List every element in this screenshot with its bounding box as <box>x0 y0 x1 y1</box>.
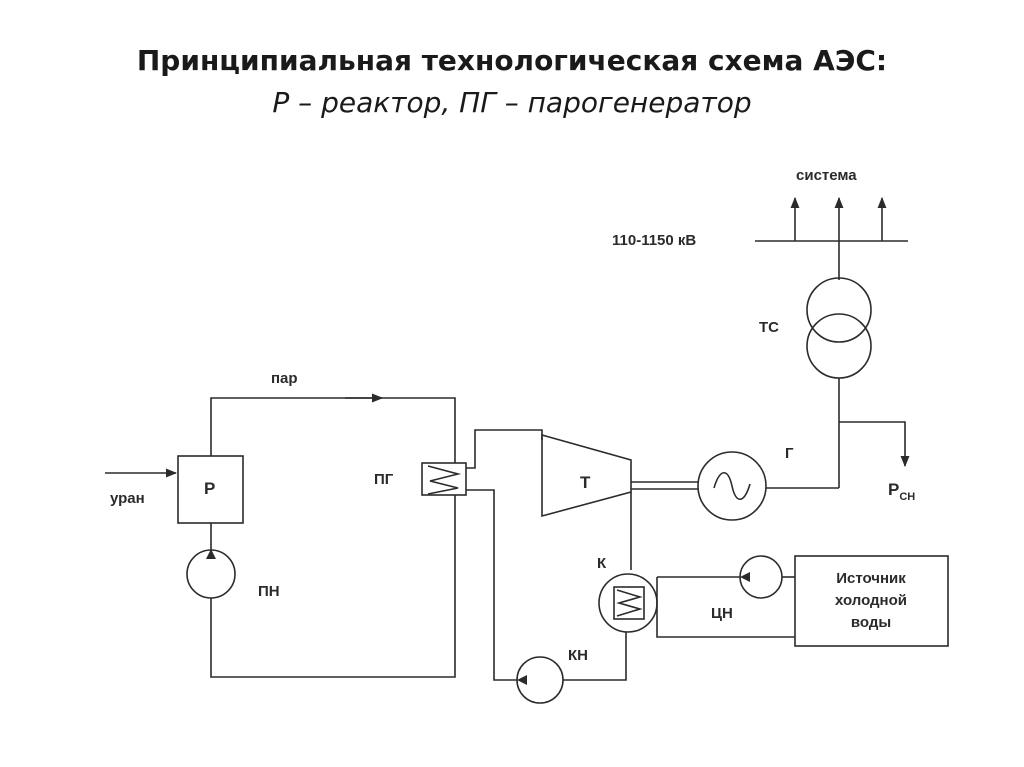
condenser-to-condensate-pump-line <box>563 632 627 681</box>
system-label: система <box>796 167 857 184</box>
condenser-circle <box>598 573 658 633</box>
condenser-label: К <box>597 555 607 572</box>
feed-pump-label: ПН <box>258 583 280 600</box>
uranium-label: уран <box>110 490 145 507</box>
steam-line-top <box>210 397 456 463</box>
slide-subtitle: Р – реактор, ПГ – парогенератор <box>272 86 752 119</box>
sg-feed-return-line <box>466 489 517 681</box>
transformer-upper-winding <box>806 277 872 343</box>
condenser-core <box>613 586 645 620</box>
condensate-pump-label: КН <box>568 647 588 664</box>
sg-to-turbine-line <box>466 429 543 469</box>
primary-return-line <box>210 495 456 678</box>
steam-generator-coil-icon <box>427 465 462 495</box>
condenser-coil-icon <box>616 589 643 617</box>
aux-power-label: РСН <box>888 480 915 503</box>
circulation-pump-arrow-icon <box>740 572 750 582</box>
cold-water-source-line1: Источник <box>836 570 906 587</box>
generator-label: Г <box>785 445 794 462</box>
steam-generator-label: ПГ <box>374 471 394 488</box>
generator-circle <box>697 451 767 521</box>
feed-pump-arrow-icon <box>206 549 216 559</box>
cold-water-source-line2: холодной <box>835 592 907 609</box>
aux-power-label-main: Р <box>888 480 899 499</box>
transformer-label: ТС <box>759 319 779 336</box>
slide-title-block: Принципиальная технологическая схема АЭС… <box>0 40 1024 124</box>
condensate-pump-arrow-icon <box>517 675 527 685</box>
generator-sine-icon <box>713 471 751 501</box>
cold-water-source-box <box>794 555 949 647</box>
cooling-water-return-line <box>656 577 795 638</box>
voltage-label: 110-1150 кВ <box>612 232 696 249</box>
cold-water-source-line3: воды <box>851 614 891 631</box>
circulation-pump-label: ЦН <box>711 605 733 622</box>
reactor-label: Р <box>204 479 215 498</box>
slide-title: Принципиальная технологическая схема АЭС… <box>136 44 888 77</box>
transformer-lower-winding <box>806 313 872 379</box>
aux-power-label-sub: СН <box>899 491 915 503</box>
aux-power-branch <box>839 421 910 468</box>
turbine-label: Т <box>580 473 591 492</box>
steam-generator-box <box>421 462 467 496</box>
steam-label: пар <box>271 370 298 387</box>
